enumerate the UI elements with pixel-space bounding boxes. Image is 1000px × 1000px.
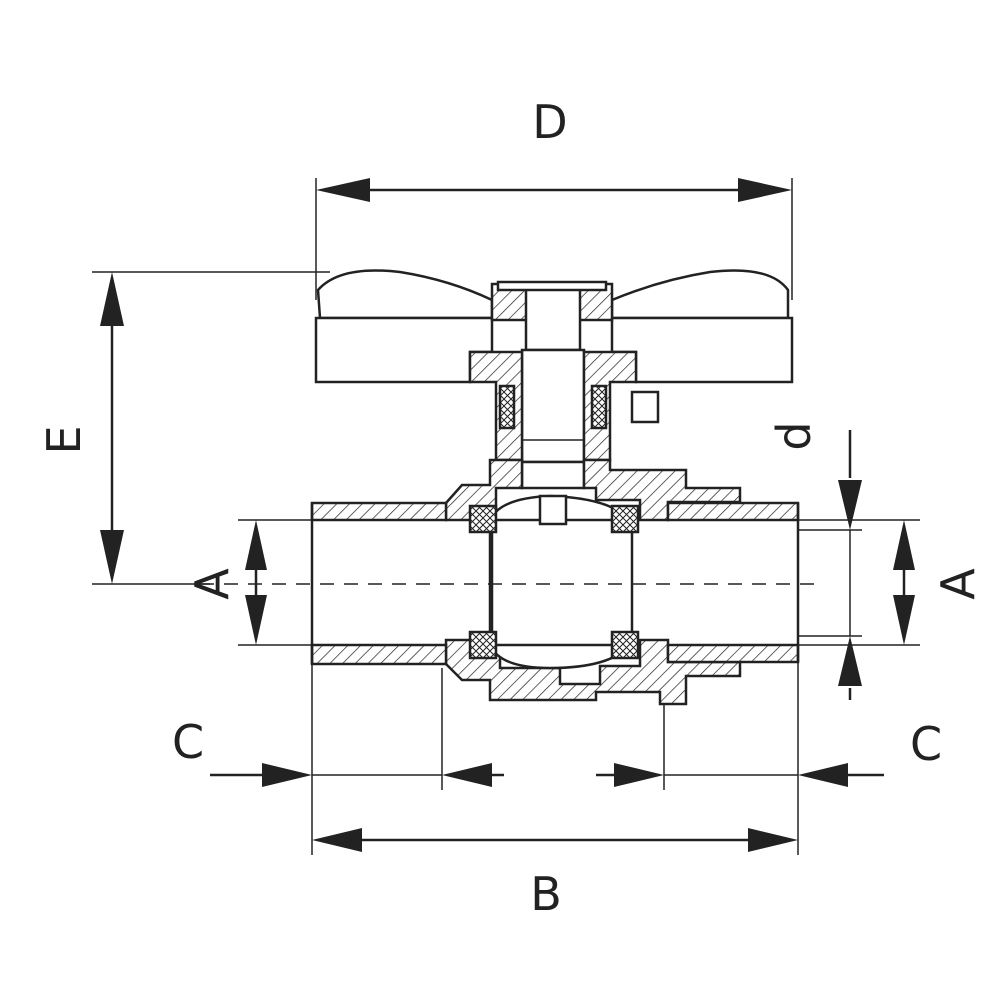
dimension-b-length: B <box>311 790 798 921</box>
label-c-left: C <box>172 715 204 769</box>
dimension-small-d: d <box>767 421 862 700</box>
label-d: D <box>532 95 567 149</box>
ball <box>488 494 634 670</box>
label-c-right: C <box>910 717 942 771</box>
label-b: B <box>530 867 562 921</box>
label-e: E <box>37 425 91 454</box>
butterfly-handle <box>314 269 794 424</box>
dimension-d-width: D <box>315 95 793 300</box>
label-a-left: A <box>185 568 239 600</box>
label-a-right: A <box>931 568 985 600</box>
label-small-d: d <box>767 421 821 450</box>
dimension-c-left: C <box>172 664 504 790</box>
stem-nut <box>490 280 614 352</box>
dimension-a-right: A <box>798 519 985 646</box>
dimension-e-height: E <box>37 271 330 585</box>
dimension-a-left: A <box>185 519 312 646</box>
dimension-c-right: C <box>596 662 942 855</box>
ball-seats <box>468 504 640 660</box>
valve-body <box>310 458 800 706</box>
stem <box>520 348 586 490</box>
